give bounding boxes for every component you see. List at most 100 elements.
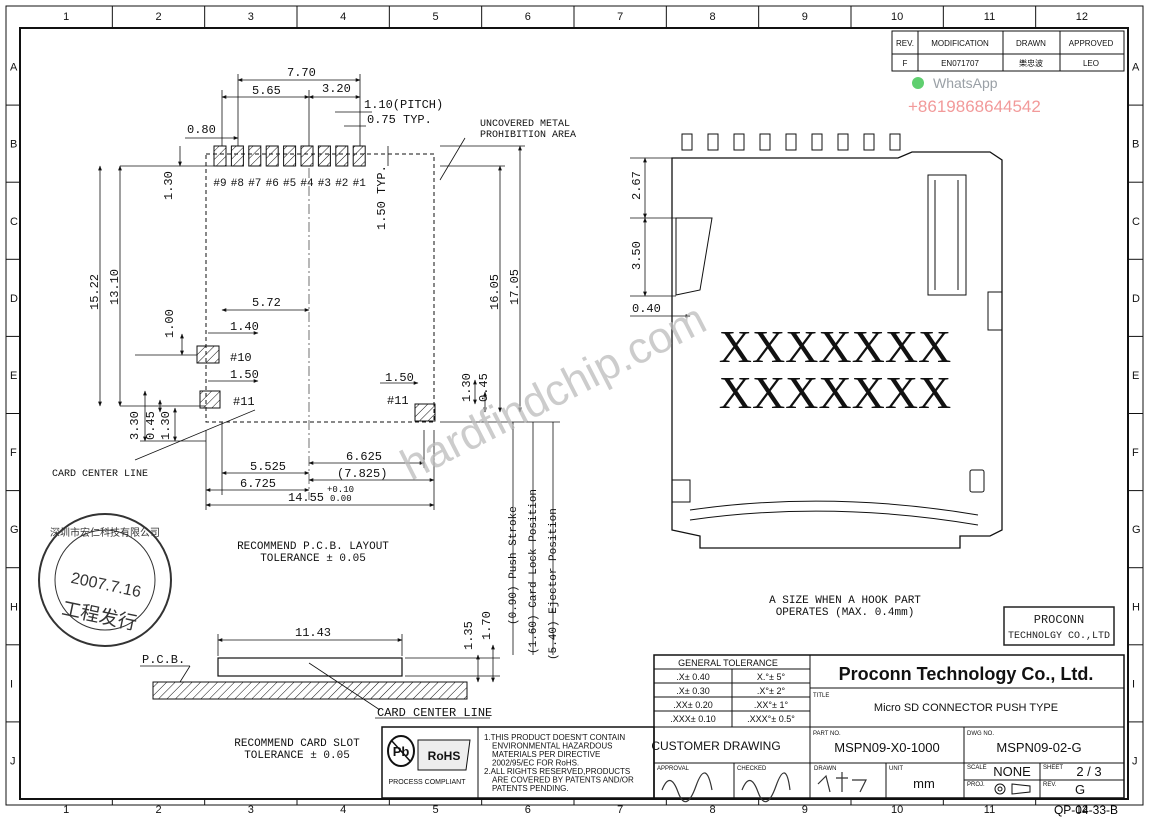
shell-tab	[811, 133, 823, 151]
pcb-layout-tolerance: TOLERANCE ± 0.05	[260, 553, 366, 565]
approved-value: LEO	[1083, 59, 1099, 68]
drawing-title: Micro SD CONNECTOR PUSH TYPE	[874, 702, 1058, 714]
column-label-top: 3	[248, 11, 254, 23]
drawn-value: 樂忠波	[1019, 58, 1043, 68]
engineering-release-stamp: 深圳市宏仁科技有限公司 2007.7.16 工程发行	[38, 513, 172, 647]
phone-number: +8619868644542	[908, 97, 1041, 116]
row-label-right: B	[1132, 139, 1139, 151]
angular-tolerance: .XXX°± 0.5°	[747, 714, 795, 724]
contact-pad	[230, 145, 244, 167]
side-tab	[987, 291, 1003, 331]
column-label-bottom: 10	[891, 804, 903, 816]
site-watermark: hardfindchip.com	[393, 294, 714, 490]
dim-5.72: 5.72	[252, 296, 281, 310]
dim-1.00: 1.00	[163, 309, 177, 338]
dim-6.725: 6.725	[240, 477, 276, 491]
dim-0.75: 0.75 TYP.	[367, 113, 432, 127]
tolerance-plus: +0.10	[327, 485, 354, 495]
scale-label: SCALE	[967, 765, 987, 771]
pin11-left-label: #11	[233, 395, 255, 409]
linear-tolerance: .XXX± 0.10	[670, 714, 715, 724]
note-line: 2.ALL RIGHTS RESERVED,PRODUCTS	[484, 767, 630, 776]
dim-11.43: 11.43	[295, 626, 331, 640]
pin-label: #9	[213, 178, 226, 190]
rev-header: REV.	[896, 39, 914, 48]
column-label-top: 6	[525, 11, 531, 23]
pin10-label: #10	[230, 351, 252, 365]
contact-pad	[335, 145, 349, 167]
eject-spring	[927, 174, 967, 296]
dim-7.825: (7.825)	[337, 467, 387, 481]
dim-1.35: 1.35	[462, 621, 476, 650]
whatsapp-watermark: WhatsApp +8619868644542	[908, 75, 1041, 116]
dim-1.50-typ: 1.50 TYP.	[375, 165, 389, 230]
column-label-bottom: 1	[63, 804, 69, 816]
contact-pad	[283, 145, 297, 167]
rev-value-block: G	[1075, 782, 1085, 797]
document-code: QP-04-33-B	[1054, 803, 1118, 817]
hook-note-1: A SIZE WHEN A HOOK PART	[769, 595, 921, 607]
dim-3.30: 3.30	[128, 411, 142, 440]
angular-tolerance: .XX°± 1°	[754, 700, 789, 710]
contact-pad	[317, 145, 331, 167]
column-label-top: 4	[340, 11, 346, 23]
part-number: MSPN09-X0-1000	[834, 740, 940, 755]
row-label-left: F	[10, 447, 17, 459]
card-slot-center-label: CARD CENTER LINE	[377, 706, 492, 720]
dim-1.30-top: 1.30	[162, 171, 176, 200]
row-label-right: H	[1132, 601, 1140, 613]
note-line: ENVIRONMENTAL HAZARDOUS	[492, 742, 612, 751]
detent	[969, 469, 985, 493]
row-label-left: C	[10, 216, 18, 228]
column-label-top: 12	[1076, 11, 1088, 23]
row-label-right: J	[1132, 755, 1138, 767]
column-label-bottom: 9	[802, 804, 808, 816]
linear-tolerance: .X± 0.40	[676, 672, 709, 682]
column-label-bottom: 6	[525, 804, 531, 816]
column-label-bottom: 2	[155, 804, 161, 816]
card-slot-view: 11.43 1.35 1.70 P.C.B. CARD CENTER LINE …	[140, 611, 500, 762]
note-line: MATERIALS PER DIRECTIVE	[492, 750, 600, 759]
column-label-bottom: 11	[984, 804, 995, 816]
modification-value: EN071707	[941, 59, 979, 68]
process-compliant: PROCESS COMPLIANT	[388, 779, 466, 786]
pin-label: #4	[300, 178, 314, 190]
marking-line-2: XXXXXXX	[719, 367, 952, 418]
uncovered-label-1: UNCOVERED METAL	[480, 119, 570, 130]
proconn-stamp-line1: PROCONN	[1034, 613, 1084, 627]
marking-line-1: XXXXXXX	[719, 321, 952, 372]
column-label-bottom: 5	[432, 804, 438, 816]
pad-10	[196, 345, 220, 364]
unit-label: UNIT	[889, 766, 903, 772]
row-label-right: G	[1132, 524, 1141, 536]
proconn-stamp: PROCONN TECHNOLGY CO.,LTD	[1003, 606, 1115, 646]
card-slot-title: RECOMMEND CARD SLOT	[234, 738, 360, 750]
column-label-bottom: 7	[617, 804, 623, 816]
card-lock-label: (1.60) Card Lock Position	[528, 489, 540, 654]
pin-label: #1	[353, 178, 367, 190]
dim-3.20: 3.20	[322, 82, 351, 96]
dim-5.65: 5.65	[252, 84, 281, 98]
angular-tolerance: .X°± 2°	[757, 686, 786, 696]
stamp-date: 2007.7.16	[69, 570, 142, 601]
column-label-top: 8	[709, 11, 715, 23]
projection-symbol-icon	[994, 783, 1031, 795]
dim-15.22: 15.22	[88, 274, 102, 310]
shell-tab	[733, 133, 745, 151]
shell-tab	[837, 133, 849, 151]
row-label-left: B	[10, 139, 17, 151]
proconn-stamp-line2: TECHNOLGY CO.,LTD	[1008, 631, 1110, 642]
column-label-top: 7	[617, 11, 623, 23]
row-label-right: F	[1132, 447, 1139, 459]
row-label-right: I	[1132, 678, 1135, 690]
dim-1.50-right: 1.50	[385, 371, 414, 385]
customer-drawing-label: CUSTOMER DRAWING	[651, 739, 780, 753]
pin11-right-label: #11	[387, 394, 409, 408]
dim-17.05: 17.05	[508, 269, 522, 305]
stamp-company: 深圳市宏仁科技有限公司	[50, 526, 160, 539]
contact-pad	[265, 145, 279, 167]
ejector-label: (5.40) Ejector Position	[548, 508, 560, 660]
dim-0.40: 0.40	[632, 302, 661, 316]
dim-3.50: 3.50	[630, 241, 644, 270]
dim-1.40: 1.40	[230, 320, 259, 334]
